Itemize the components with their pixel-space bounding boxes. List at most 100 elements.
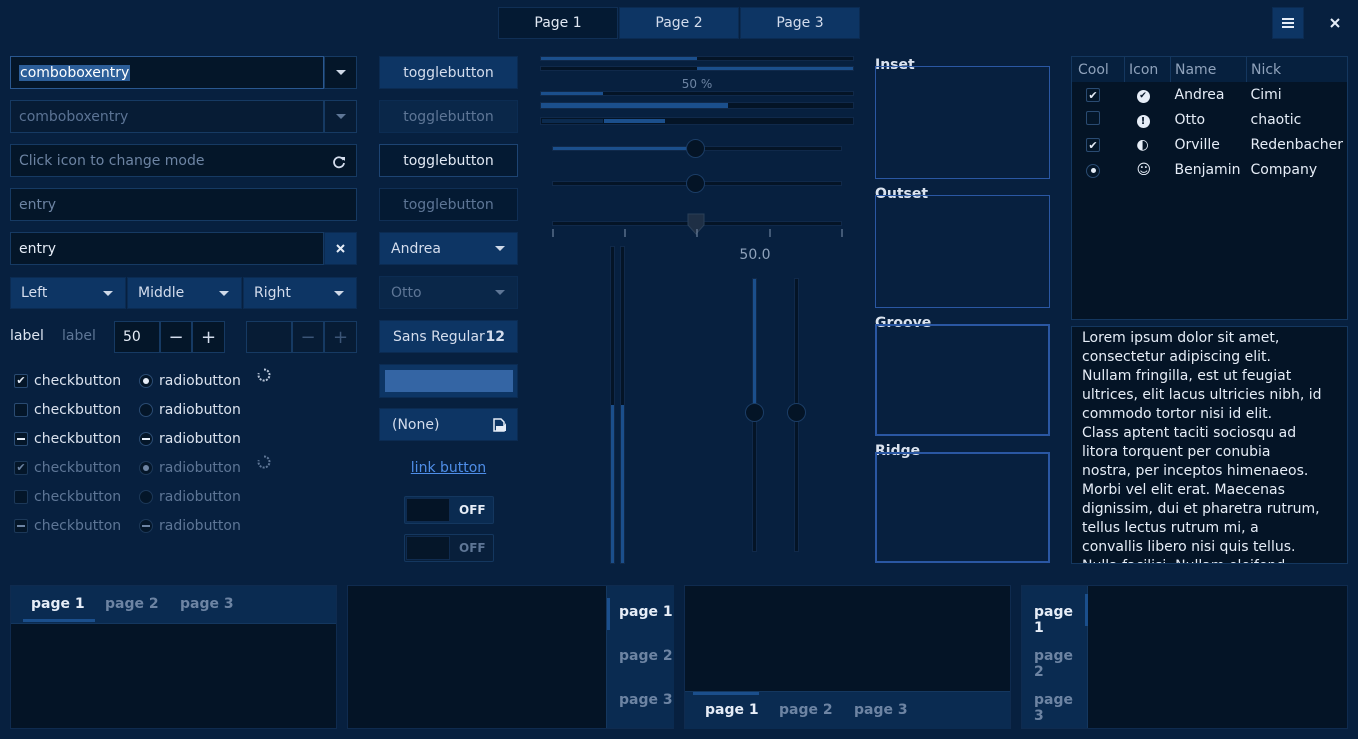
checkbox-empty-icon[interactable] bbox=[1086, 110, 1100, 125]
spin-decrement-button[interactable]: − bbox=[160, 321, 192, 353]
combo-andrea[interactable]: Andrea bbox=[379, 232, 518, 265]
progress-bar-5 bbox=[540, 117, 854, 125]
color-button[interactable] bbox=[379, 364, 518, 398]
radiobutton-unchecked-disabled: radiobutton bbox=[139, 482, 241, 511]
checkbox-mixed-icon bbox=[14, 518, 28, 533]
tab-page-3[interactable]: page 3 bbox=[180, 596, 234, 612]
column-header-name[interactable]: Name bbox=[1170, 57, 1247, 82]
checkbutton-label: checkbutton bbox=[34, 459, 122, 476]
tab-page-2[interactable]: page 2 bbox=[779, 702, 833, 718]
check-icon[interactable]: ✔ bbox=[1086, 88, 1100, 102]
radiobutton-label: radiobutton bbox=[159, 517, 241, 534]
checkbutton-mixed[interactable]: checkbutton bbox=[14, 424, 121, 453]
radiobutton-mixed[interactable]: radiobutton bbox=[139, 424, 241, 453]
clear-entry-button[interactable] bbox=[324, 232, 357, 265]
checkbutton-checked[interactable]: ✔checkbutton bbox=[14, 366, 121, 395]
switch-1[interactable]: OFF bbox=[404, 496, 494, 524]
segment-right[interactable]: Right bbox=[243, 277, 357, 309]
spin-button-value[interactable]: 50 bbox=[114, 321, 160, 353]
table-row[interactable]: ☺ Benjamin Company bbox=[1072, 157, 1347, 182]
radio-empty-icon bbox=[139, 489, 153, 504]
close-icon bbox=[1330, 18, 1340, 28]
entry-with-clear[interactable]: entry bbox=[10, 232, 324, 265]
progress-bar-1-fill bbox=[541, 57, 697, 60]
combo-entry-1[interactable]: comboboxentry bbox=[10, 56, 324, 89]
combo-entry-1-dropdown[interactable] bbox=[324, 56, 357, 89]
tab-page-3[interactable]: page 3 bbox=[854, 702, 908, 718]
notebook-bottom: page 1 page 2 page 3 bbox=[684, 585, 1011, 729]
vscale-3-handle[interactable] bbox=[745, 403, 764, 422]
column-header-icon[interactable]: Icon bbox=[1124, 57, 1171, 82]
tab-page-1[interactable]: page 1 bbox=[1034, 604, 1073, 636]
tab-page-1[interactable]: page 1 bbox=[705, 702, 759, 718]
tab-page-2[interactable]: page 2 bbox=[105, 596, 159, 612]
refresh-icon[interactable] bbox=[332, 155, 346, 169]
progress-block bbox=[790, 119, 853, 123]
tree-header: Cool Icon Name Nick bbox=[1072, 57, 1347, 82]
tab-page-2[interactable]: Page 2 bbox=[619, 7, 739, 39]
radiobutton-label: radiobutton bbox=[159, 430, 241, 447]
progress-bar-3 bbox=[540, 91, 854, 96]
checkbutton-unchecked[interactable]: checkbutton bbox=[14, 395, 121, 424]
tab-page-2[interactable]: page 2 bbox=[1034, 648, 1073, 680]
switch-1-state: OFF bbox=[459, 503, 486, 517]
table-row[interactable]: ✔ ◐ Orville Redenbacher bbox=[1072, 132, 1347, 157]
tab-page-3[interactable]: Page 3 bbox=[740, 7, 860, 39]
link-button[interactable]: link button bbox=[410, 460, 487, 476]
radio-checked-icon bbox=[139, 373, 153, 388]
radiobutton-unchecked[interactable]: radiobutton bbox=[139, 395, 241, 424]
column-header-nick[interactable]: Nick bbox=[1251, 61, 1282, 78]
vscale-3-fill bbox=[753, 279, 756, 415]
vscale-4-handle[interactable] bbox=[787, 403, 806, 422]
tab-page-3[interactable]: page 3 bbox=[1034, 692, 1073, 724]
tab-page-1[interactable]: page 1 bbox=[31, 596, 85, 612]
moon-icon: ◐ bbox=[1136, 136, 1149, 153]
table-row[interactable]: ✔ ✔ Andrea Cimi bbox=[1072, 82, 1347, 107]
frame-outset-label: Outset bbox=[875, 186, 929, 202]
notebook-left-tabbar: page 1 page 2 page 3 bbox=[1022, 586, 1088, 728]
notebook-top-tabbar: page 1 page 2 page 3 bbox=[11, 586, 336, 624]
row-name: Otto bbox=[1174, 111, 1206, 128]
column-header-cool[interactable]: Cool bbox=[1072, 57, 1125, 82]
row-name: Andrea bbox=[1174, 86, 1225, 103]
radio-checked-icon[interactable] bbox=[1086, 163, 1100, 178]
segment-left[interactable]: Left bbox=[10, 277, 126, 309]
segment-middle[interactable]: Middle bbox=[127, 277, 242, 309]
checkbutton-label: checkbutton bbox=[34, 517, 122, 534]
frame-groove bbox=[875, 324, 1050, 436]
color-swatch bbox=[384, 370, 513, 392]
icon-entry[interactable]: Click icon to change mode bbox=[10, 144, 357, 177]
entry-value: entry bbox=[19, 240, 57, 257]
radiobutton-label: radiobutton bbox=[159, 488, 241, 505]
checkbox-empty-icon bbox=[14, 402, 28, 417]
combo-entry-2-text: comboboxentry bbox=[19, 108, 129, 125]
combo-andrea-label: Andrea bbox=[391, 240, 441, 257]
tab-page-1[interactable]: page 1 bbox=[619, 604, 673, 620]
hscale-1-handle[interactable] bbox=[686, 139, 705, 158]
frame-inset bbox=[875, 66, 1050, 179]
tab-page-2[interactable]: page 2 bbox=[619, 648, 673, 664]
check-icon: ✔ bbox=[14, 460, 28, 475]
tab-page-3[interactable]: page 3 bbox=[619, 692, 673, 708]
table-row[interactable]: ! Otto chaotic bbox=[1072, 107, 1347, 132]
radiobutton-checked[interactable]: radiobutton bbox=[139, 366, 241, 395]
check-icon[interactable]: ✔ bbox=[1086, 138, 1100, 152]
text-view[interactable]: Lorem ipsum dolor sit amet, consectetur … bbox=[1071, 326, 1348, 564]
close-button[interactable] bbox=[1320, 7, 1350, 39]
emblem-ok-icon: ✔ bbox=[1136, 89, 1150, 103]
hscale-2-handle[interactable] bbox=[686, 174, 705, 193]
hscale-3-handle[interactable] bbox=[686, 212, 706, 236]
radiobutton-list: radiobutton radiobutton radiobutton radi… bbox=[139, 366, 241, 540]
toggle-button-1[interactable]: togglebutton bbox=[379, 56, 518, 89]
tab-page-1[interactable]: Page 1 bbox=[498, 7, 618, 39]
menu-button[interactable] bbox=[1272, 7, 1304, 39]
toggle-button-3[interactable]: togglebutton bbox=[379, 144, 518, 177]
entry-placeholder-field[interactable]: entry bbox=[10, 188, 357, 221]
radiobutton-checked-disabled: radiobutton bbox=[139, 453, 241, 482]
spin-increment-button[interactable]: + bbox=[192, 321, 225, 353]
check-icon: ✔ bbox=[14, 373, 28, 388]
tree-view: Cool Icon Name Nick ✔ ✔ Andrea Cimi ! Ot… bbox=[1071, 56, 1348, 320]
file-chooser-button[interactable]: (None) bbox=[379, 408, 518, 441]
chevron-down-icon bbox=[495, 246, 505, 251]
